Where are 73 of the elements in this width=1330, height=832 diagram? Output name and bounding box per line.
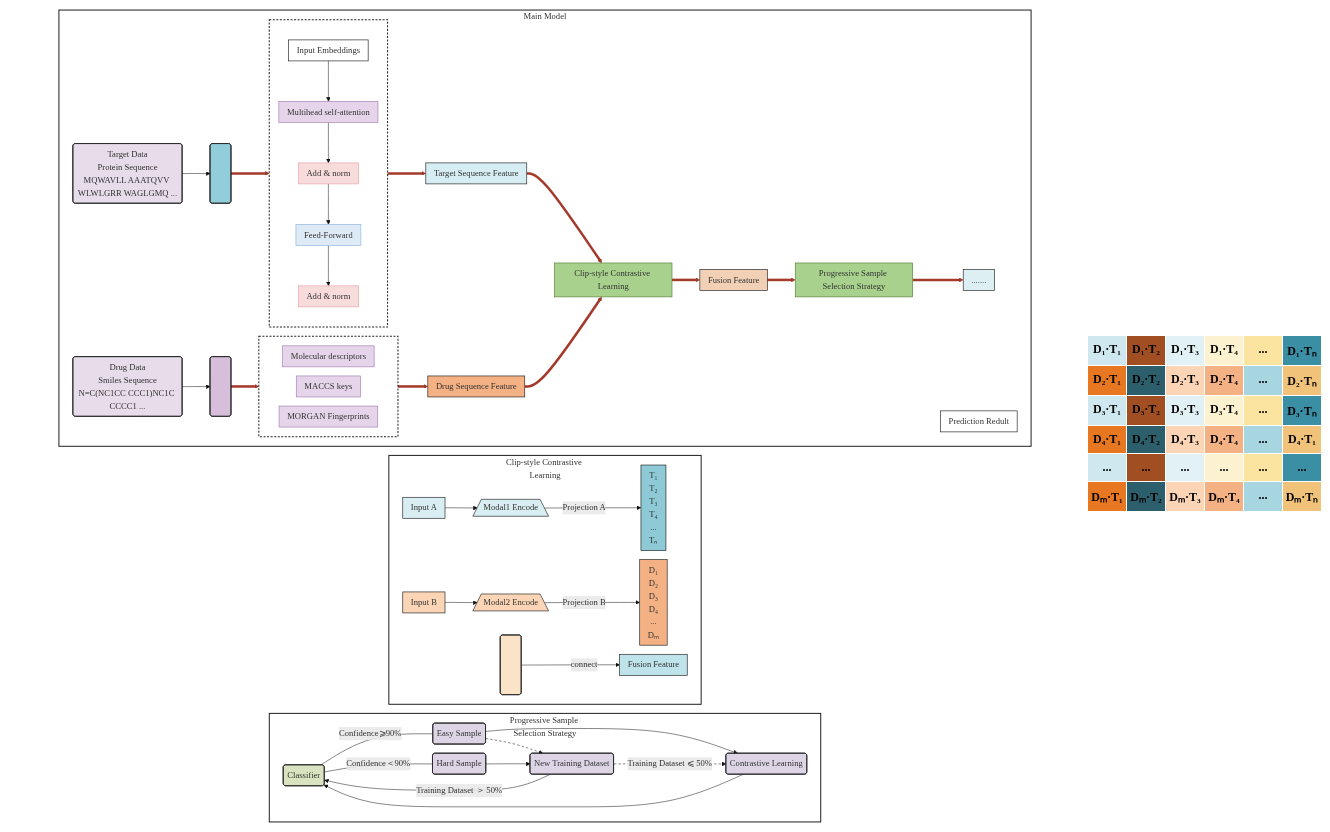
node-box: .......: [962, 269, 995, 291]
node-box: Input B: [402, 591, 446, 614]
matrix-cell: Dₘ·T₃: [1166, 481, 1204, 511]
matrix-cell: ...: [1244, 335, 1282, 365]
matrix-cell: ...: [1244, 481, 1282, 511]
matrix-cell: D₁·T₄: [1205, 335, 1243, 365]
matrix-cell: D₃·T₄: [1205, 395, 1243, 425]
matrix-cell: ...: [1244, 365, 1282, 395]
matrix-cell: D₂·T₃: [1166, 365, 1204, 395]
node-box: Feed-Forward: [295, 224, 362, 246]
matrix-cell: D₁·T₂: [1127, 335, 1165, 365]
matrix-cell: ...: [1205, 453, 1243, 481]
node-box: Input Embeddings: [288, 39, 369, 62]
matrix-cell: Dₘ·T₄: [1205, 481, 1243, 511]
matrix-cell: ...: [1127, 453, 1165, 481]
arrow: [524, 296, 602, 388]
node-box: T₁ T₂ T₃ T₄ ... Tₙ: [640, 464, 667, 551]
matrix-cell: D₁·T₃: [1166, 335, 1204, 365]
matrix-cell: Dₘ·Tₙ: [1283, 481, 1321, 511]
node-box: Molecular descriptors: [282, 345, 375, 368]
node-box: Prediction Redult: [940, 410, 1018, 433]
edge-label: Training Dataset ⩽ 50%: [627, 758, 712, 769]
node-box: MACCS keys: [295, 375, 361, 398]
node-box: Clip-style Contrastive Learning: [554, 262, 673, 298]
edge-label: connect: [570, 659, 598, 670]
matrix-cell: D₂·Tₙ: [1283, 365, 1321, 395]
cluster: [268, 19, 389, 328]
matrix-cell: D₄·T₂: [1127, 425, 1165, 453]
arrow: [397, 384, 428, 389]
matrix-cell: ...: [1166, 453, 1204, 481]
node-box: Multihead self-attention: [278, 101, 379, 123]
node-box: Drug Sequence Feature: [427, 375, 526, 398]
matrix-cell: D₄·T₁: [1283, 425, 1321, 453]
node-box: Fusion Feature: [619, 653, 688, 676]
node-box: Fusion Feature: [699, 269, 768, 291]
edge-label: Projection B: [562, 597, 606, 608]
node-box: Target Sequence Feature: [425, 162, 528, 185]
node-box: Progressive Sample Selection Strategy: [794, 262, 913, 298]
matrix-cell: ...: [1244, 395, 1282, 425]
node-box: Add & norm: [298, 285, 359, 308]
cluster: [258, 335, 399, 438]
matrix-cell: ...: [1088, 453, 1126, 481]
arrow: [912, 277, 964, 283]
node-box: MORGAN Fingerprints: [278, 405, 379, 428]
matrix-cell: D₁·T₁: [1088, 335, 1126, 365]
edge-label: Confidence＜90%: [346, 758, 411, 769]
matrix-cell: D₄·T₄: [1205, 425, 1243, 453]
matrix-cell: ...: [1244, 425, 1282, 453]
matrix-cell: D₂·T₄: [1205, 365, 1243, 395]
node-box: Add & norm: [298, 162, 359, 185]
matrix-cell: Dₘ·T₁: [1088, 481, 1126, 511]
matrix-cell: ...: [1283, 453, 1321, 481]
arrow: [387, 171, 426, 176]
matrix-cell: D₃·Tₙ: [1283, 395, 1321, 425]
matrix-cell: D₂·T₂: [1127, 365, 1165, 395]
matrix-cell: D₄·T₃: [1166, 425, 1204, 453]
matrix-cell: D₃·T₂: [1127, 395, 1165, 425]
matrix-cell: D₂·T₁: [1088, 365, 1126, 395]
matrix-cell: D₄·T₁: [1088, 425, 1126, 453]
node-box: D₁ D₂ D₃ D₄ ... Dₘ: [639, 559, 668, 646]
node-box: Input A: [402, 496, 446, 519]
matrix-cell: D₃·T₁: [1088, 395, 1126, 425]
arrow: [767, 277, 796, 283]
arrow: [526, 172, 602, 264]
arrow: [672, 277, 701, 283]
matrix-cell: Dₘ·T₂: [1127, 481, 1165, 511]
matrix-cell: D₃·T₃: [1166, 395, 1204, 425]
edge-label: Projection A: [562, 502, 606, 513]
matrix-cell: ...: [1244, 453, 1282, 481]
arrow: [231, 171, 270, 176]
edge-label: Training Dataset ＞ 50%: [416, 785, 503, 795]
matrix-cell: D₁·Tₙ: [1283, 335, 1321, 365]
edge-label: Confidence⩾90%: [338, 728, 402, 739]
